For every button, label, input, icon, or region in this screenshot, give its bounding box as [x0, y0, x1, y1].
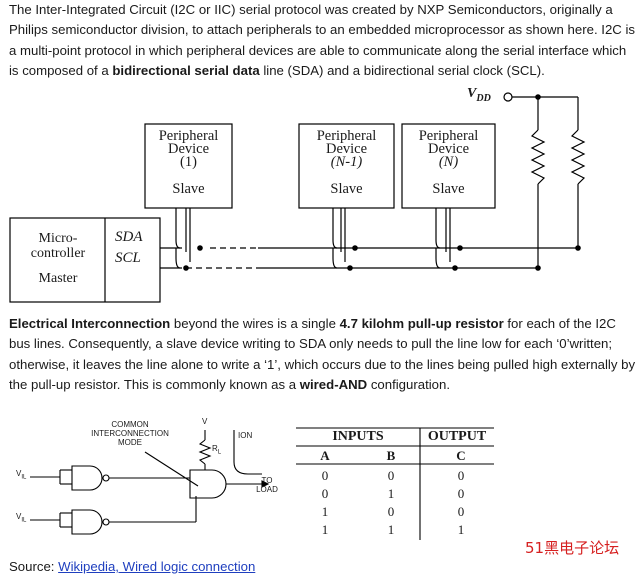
- col-c-header: C: [456, 448, 466, 463]
- device-2-index: (N-1): [330, 154, 363, 170]
- device-2-title-2: Device: [325, 141, 368, 157]
- common-mode-label: COMMON INTERCONNECTION MODE: [88, 420, 172, 447]
- common-line-3: MODE: [118, 438, 142, 447]
- cell-a: 1: [321, 504, 329, 519]
- nand-gate-2: [71, 509, 103, 535]
- explain-text-3: configuration.: [367, 377, 450, 393]
- site-watermark: 51黑电子论坛: [525, 539, 620, 557]
- cell-b: 1: [387, 522, 395, 537]
- rl-label: RL: [212, 444, 222, 456]
- vil-label-1: VIL: [16, 469, 27, 481]
- cell-b: 0: [387, 468, 395, 483]
- controller-role: Master: [38, 271, 78, 286]
- cell-a: 0: [321, 468, 329, 483]
- device-3-label: Peripheral Device (N) Slave: [402, 128, 495, 197]
- v-label: V: [202, 417, 208, 426]
- explain-bold-1: Electrical Interconnection: [9, 316, 171, 331]
- controller-line-2: controller: [30, 246, 86, 261]
- device-2-label: Peripheral Device (N-1) Slave: [299, 128, 394, 197]
- table-row: 0 0 0: [296, 467, 494, 485]
- controller-line-1: Micro-: [38, 231, 78, 246]
- intro-bold-sda: bidirectional serial data: [112, 63, 260, 79]
- explain-bold-3: wired-AND: [299, 377, 368, 393]
- device-3-index: (N): [438, 154, 459, 170]
- cell-c: 0: [457, 468, 465, 483]
- cell-a: 0: [321, 486, 329, 501]
- explain-text-1: beyond the wires is a single: [170, 316, 340, 331]
- device-3-title-2: Device: [427, 141, 470, 157]
- common-and-gate: [189, 469, 227, 499]
- intro-paragraph: The Inter-Integrated Circuit (I2C or IIC…: [9, 0, 637, 82]
- pullup-resistor-sda: [530, 129, 546, 185]
- vil-label-2: VIL: [16, 512, 27, 524]
- load-resistor: [198, 439, 212, 465]
- table-row: 1 1 1: [296, 521, 494, 539]
- sda-label: SDA: [115, 229, 143, 245]
- explain-paragraph: Electrical Interconnection beyond the wi…: [9, 314, 637, 396]
- inputs-header: INPUTS: [332, 429, 384, 444]
- intro-text-1: The Inter-Integrated Circuit (I2C or IIC…: [9, 2, 635, 79]
- device-1-title-1: Peripheral: [158, 128, 219, 144]
- table-row: 0 1 0: [296, 485, 494, 503]
- source-line: Source: Wikipedia, Wired logic connectio…: [9, 559, 255, 574]
- cell-b: 0: [387, 504, 395, 519]
- to-load-label: TO LOAD: [252, 476, 282, 494]
- vdd-label: VDD: [467, 86, 491, 104]
- cell-c: 0: [457, 486, 465, 501]
- device-1-title-2: Device: [167, 141, 210, 157]
- cell-c: 1: [457, 522, 465, 537]
- truth-table: INPUTS OUTPUT A B C 0 0 0 0 1 0 1 0 0 1 …: [296, 428, 494, 540]
- cell-a: 1: [321, 522, 329, 537]
- to-label: TO: [261, 476, 273, 485]
- ion-label: ION: [238, 431, 253, 440]
- cell-c: 0: [457, 504, 465, 519]
- device-2-role: Slave: [330, 181, 363, 197]
- table-row: 1 0 0: [296, 503, 494, 521]
- device-1-index: (1): [180, 154, 197, 170]
- load-label: LOAD: [256, 485, 278, 494]
- output-header: OUTPUT: [427, 429, 487, 444]
- vdd-terminal: [503, 92, 513, 102]
- intro-text-2: line (SDA) and a bidirectional serial cl…: [259, 63, 545, 79]
- device-2-title-1: Peripheral: [316, 128, 377, 144]
- common-line-2: INTERCONNECTION: [91, 429, 169, 438]
- scl-label: SCL: [115, 250, 141, 266]
- nand-gate-1: [71, 465, 103, 491]
- device-3-role: Slave: [432, 181, 465, 197]
- controller-label: Micro- controller Master: [12, 231, 104, 286]
- explain-bold-2: 4.7 kilohm pull-up resistor: [339, 316, 504, 331]
- cell-b: 1: [387, 486, 395, 501]
- source-prefix: Source:: [9, 559, 59, 574]
- source-link[interactable]: Wikipedia, Wired logic connection: [58, 559, 256, 574]
- device-1-role: Slave: [172, 181, 205, 197]
- common-line-1: COMMON: [111, 420, 149, 429]
- explain-text-2: for each of the I2C bus lines. Consequen…: [9, 316, 636, 393]
- col-b-header: B: [386, 448, 396, 463]
- pullup-resistor-scl: [570, 129, 586, 185]
- col-a-header: A: [320, 448, 330, 463]
- device-3-title-1: Peripheral: [418, 128, 479, 144]
- table-rows: 0 0 0 0 1 0 1 0 0 1 1 1: [296, 467, 494, 539]
- device-1-label: Peripheral Device (1) Slave: [145, 128, 232, 197]
